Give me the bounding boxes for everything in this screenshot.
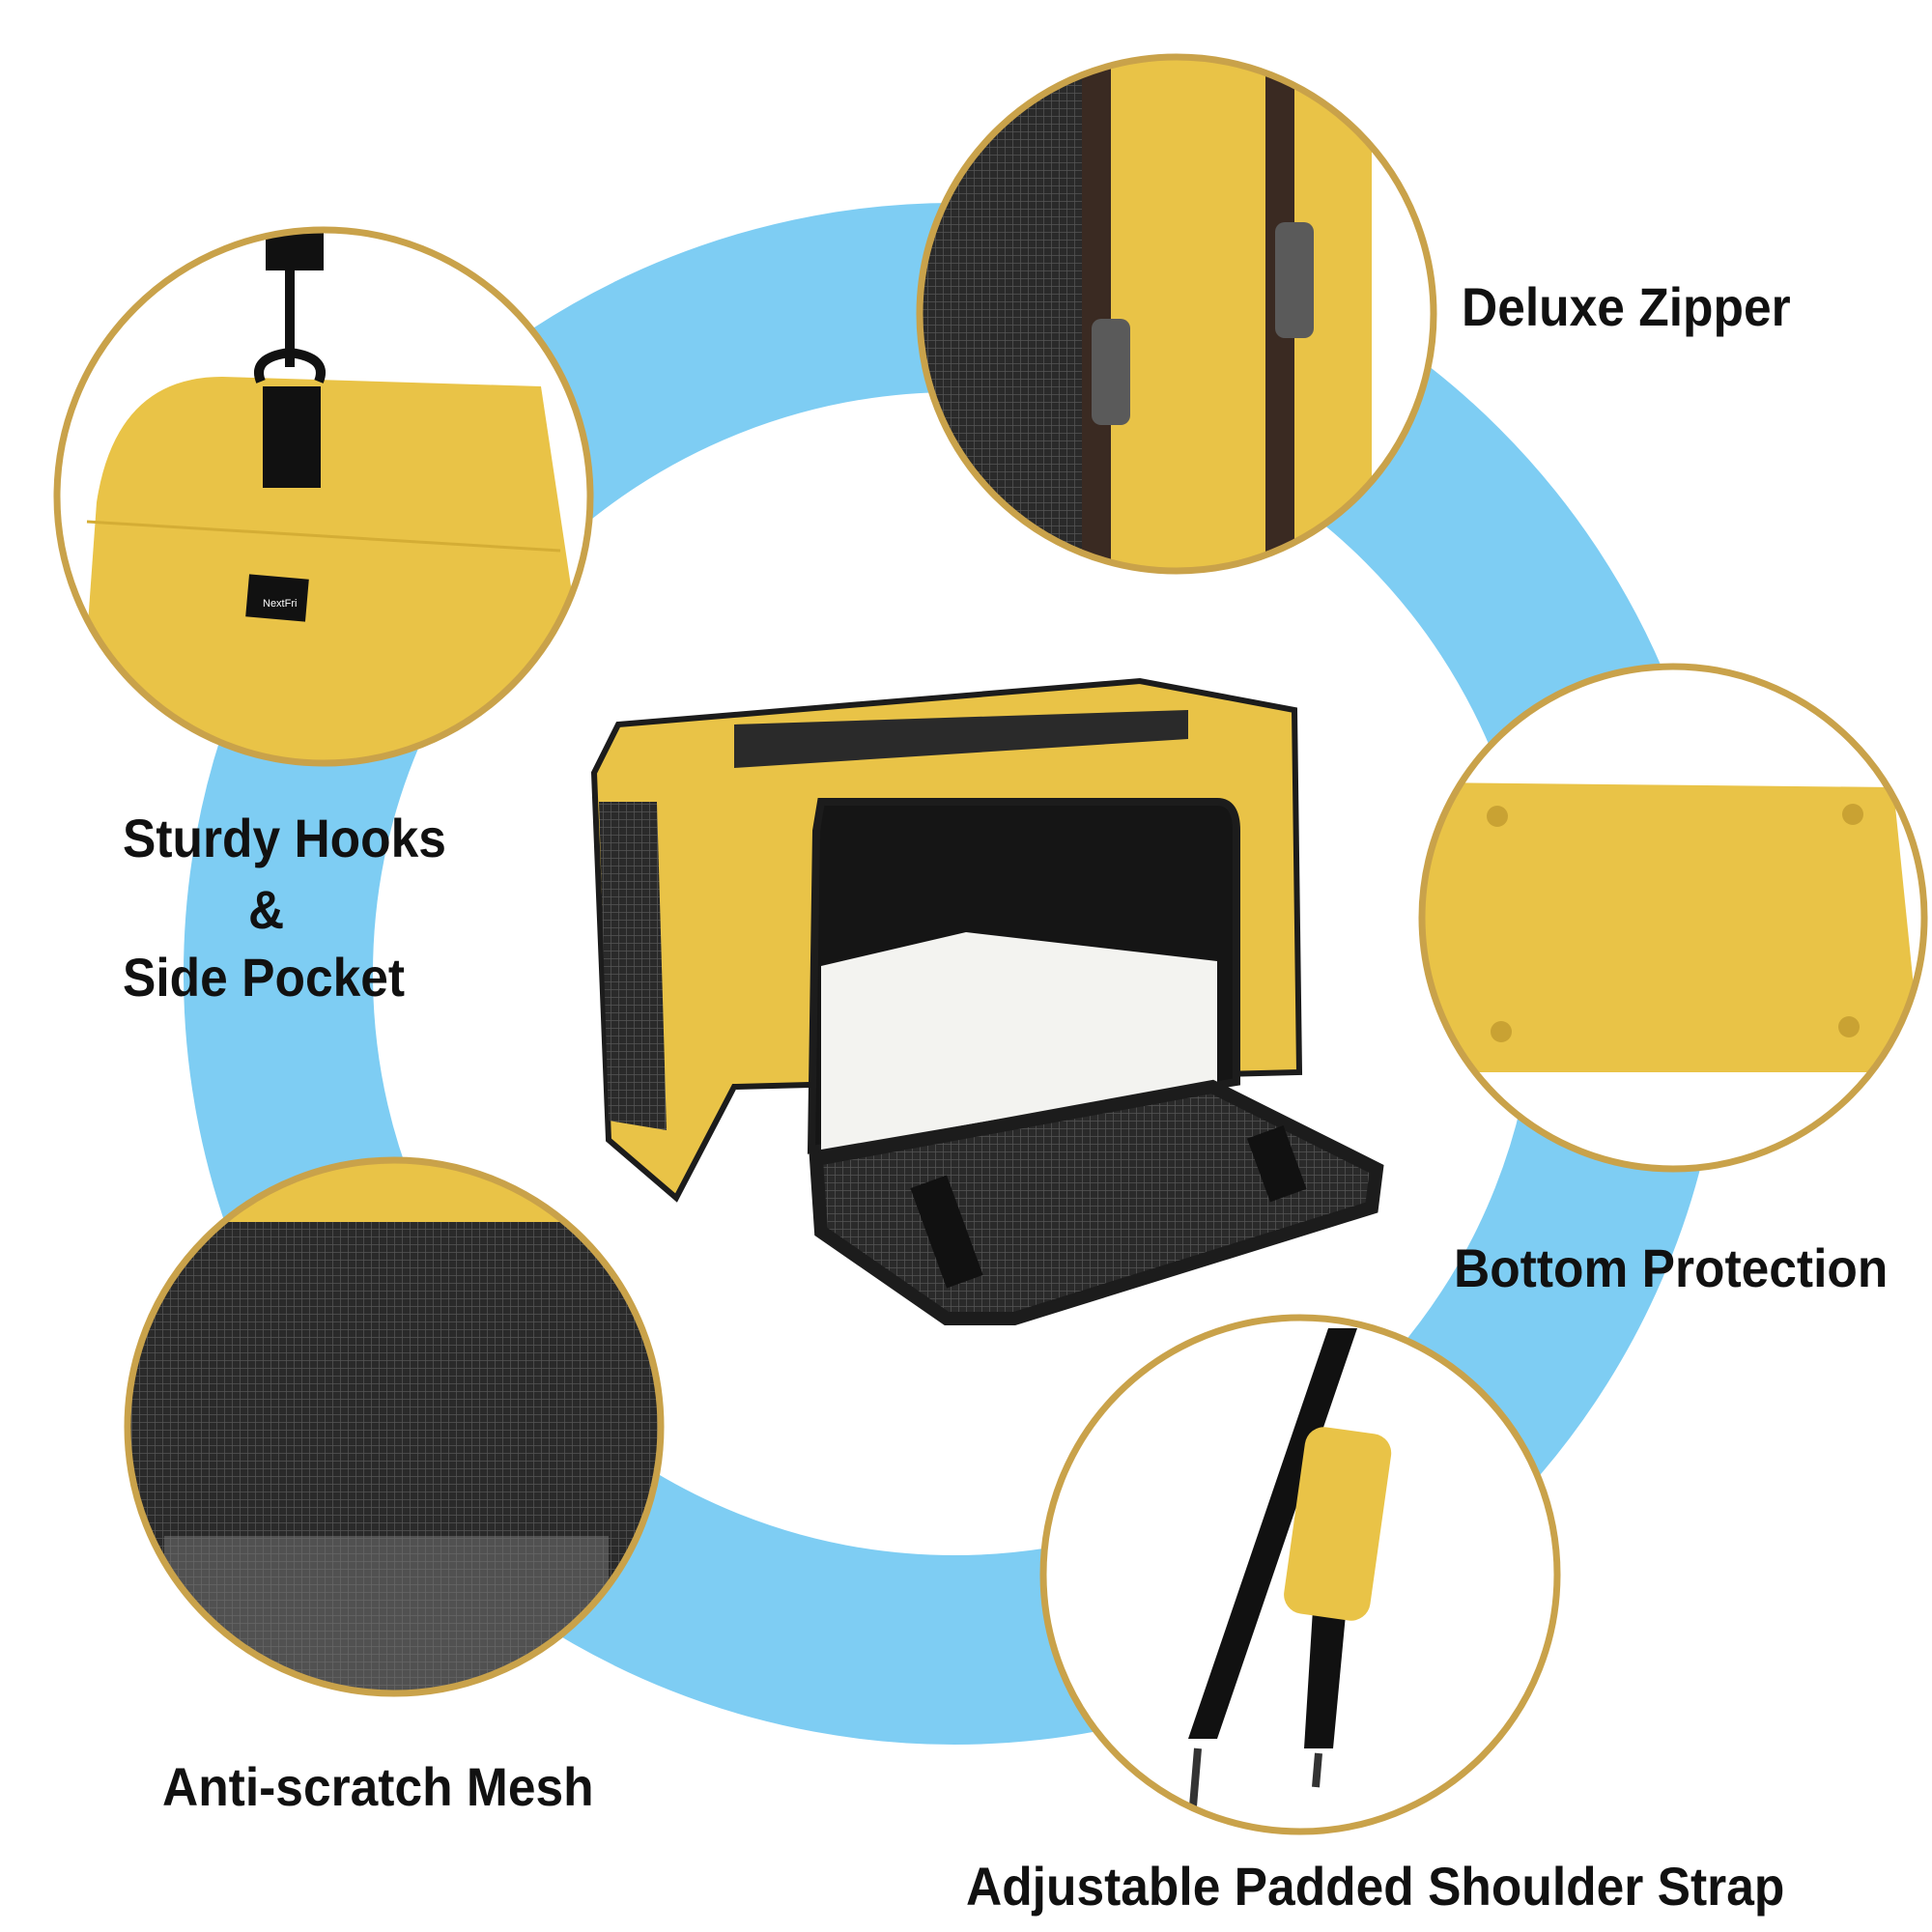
shoulder-strap-image (1045, 1320, 1555, 1830)
feature-label-anti-scratch-mesh: Anti-scratch Mesh (162, 1756, 594, 1817)
feature-label-side-pocket: Side Pocket (123, 947, 406, 1008)
sturdy-hooks-image: NextFri (59, 232, 588, 761)
pet-carrier-image (590, 677, 1384, 1325)
feature-label-shoulder-strap: Adjustable Padded Shoulder Strap (966, 1856, 1785, 1917)
feature-label-deluxe-zipper: Deluxe Zipper (1462, 276, 1791, 337)
feature-label-sturdy-hooks: Sturdy Hooks (123, 808, 446, 868)
bottom-protection-image (1424, 668, 1922, 1167)
feature-label-ampersand: & (248, 879, 285, 940)
feature-label-bottom-protection: Bottom Protection (1454, 1237, 1889, 1298)
anti-scratch-mesh-image (129, 1162, 659, 1691)
brand-logo-text: NextFri (263, 598, 297, 610)
